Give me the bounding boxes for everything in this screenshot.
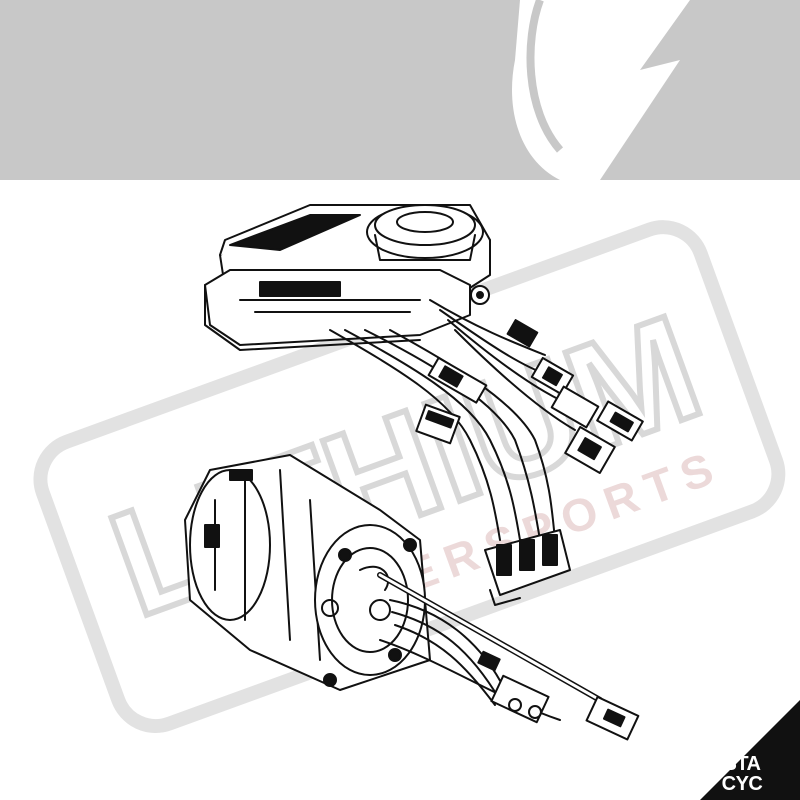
harness-down bbox=[329, 329, 571, 606]
harness-right bbox=[429, 299, 644, 474]
corner-badge-logo: STA CYC bbox=[702, 754, 782, 794]
badge-line-2: CYC bbox=[721, 773, 763, 795]
motor-unit bbox=[184, 454, 431, 691]
badge-line-1: STA bbox=[723, 753, 761, 775]
motor-leads bbox=[377, 572, 640, 741]
controller-unit bbox=[204, 204, 491, 351]
corner-badge-shape bbox=[700, 700, 800, 800]
